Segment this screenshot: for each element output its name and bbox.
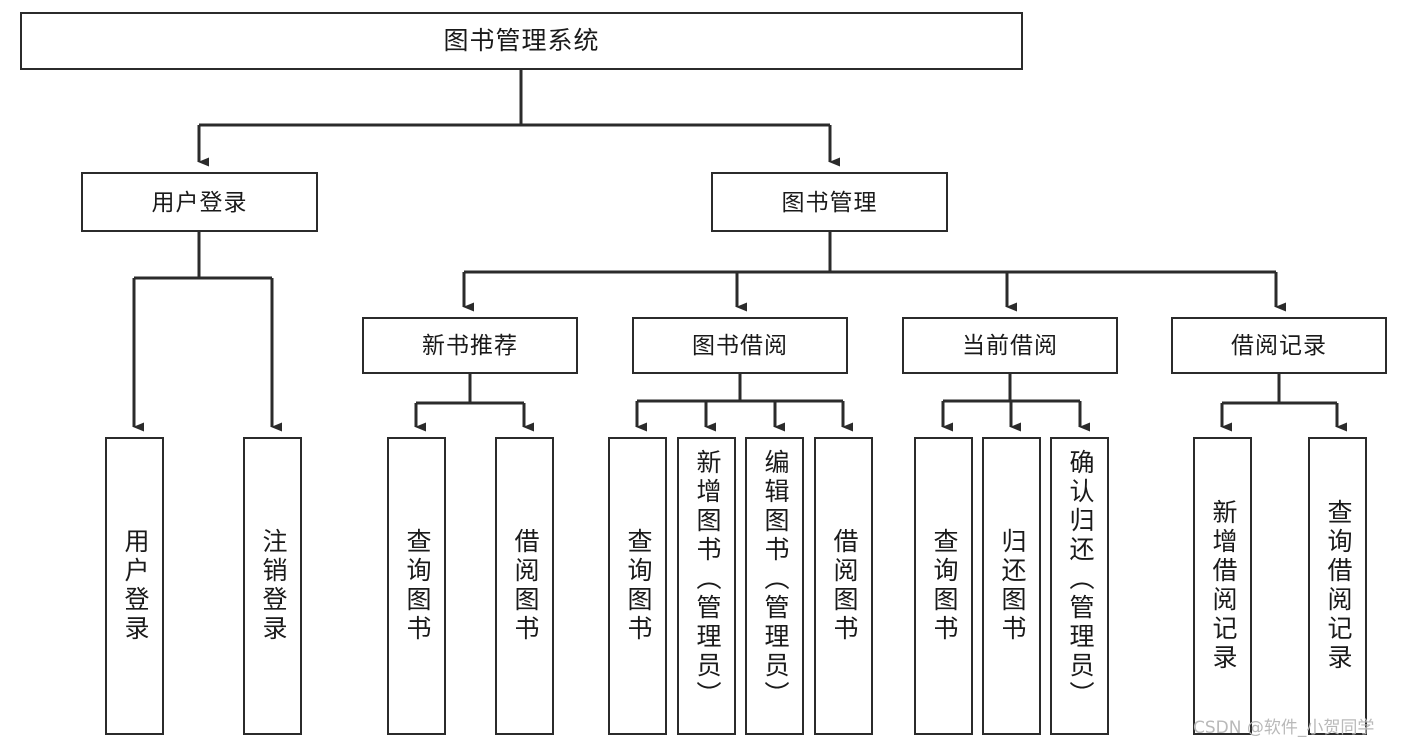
leaf-user-login[interactable]: 用户登录 [105,437,164,735]
node-label: 图书管理 [781,188,878,215]
node-label: 图书管理系统 [443,26,600,55]
node-label: 查询图书 [624,528,652,644]
node-label: 借阅记录 [1231,332,1327,359]
leaf-edit-book-admin[interactable]: 编辑图书（管理员） [745,437,804,735]
node-label: 图书借阅 [692,332,788,359]
node-borrow-record[interactable]: 借阅记录 [1171,317,1387,374]
node-label: 查询图书 [930,528,958,644]
node-label: 归还图书 [998,528,1026,644]
leaf-borrow-book-new[interactable]: 借阅图书 [495,437,554,735]
node-label: 新增图书（管理员） [693,449,721,710]
csdn-watermark: CSDN @软件_小贺同学 [1193,718,1375,738]
leaf-query-book-current[interactable]: 查询图书 [914,437,973,735]
node-label: 用户登录 [121,528,149,644]
node-label: 当前借阅 [962,332,1058,359]
node-book-management[interactable]: 图书管理 [711,172,948,232]
leaf-add-book-admin[interactable]: 新增图书（管理员） [677,437,736,735]
node-book-borrow[interactable]: 图书借阅 [632,317,848,374]
node-user-login[interactable]: 用户登录 [81,172,318,232]
leaf-add-borrow-record[interactable]: 新增借阅记录 [1193,437,1252,735]
node-label: 借阅图书 [830,528,858,644]
node-label: 借阅图书 [511,528,539,644]
node-root-system[interactable]: 图书管理系统 [20,12,1023,70]
node-label: 注销登录 [259,528,287,644]
node-label: 查询借阅记录 [1324,499,1352,673]
leaf-borrow-book[interactable]: 借阅图书 [814,437,873,735]
node-label: 新书推荐 [422,332,518,359]
leaf-logout[interactable]: 注销登录 [243,437,302,735]
leaf-query-book-borrow[interactable]: 查询图书 [608,437,667,735]
leaf-confirm-return-admin[interactable]: 确认归还（管理员） [1050,437,1109,735]
node-new-book-recommend[interactable]: 新书推荐 [362,317,578,374]
leaf-query-book-new[interactable]: 查询图书 [387,437,446,735]
node-label: 查询图书 [403,528,431,644]
node-label: 新增借阅记录 [1209,499,1237,673]
node-current-borrow[interactable]: 当前借阅 [902,317,1118,374]
node-label: 确认归还（管理员） [1066,449,1094,710]
leaf-query-borrow-record[interactable]: 查询借阅记录 [1308,437,1367,735]
node-label: 用户登录 [151,188,248,215]
node-label: 编辑图书（管理员） [761,449,789,710]
leaf-return-book[interactable]: 归还图书 [982,437,1041,735]
